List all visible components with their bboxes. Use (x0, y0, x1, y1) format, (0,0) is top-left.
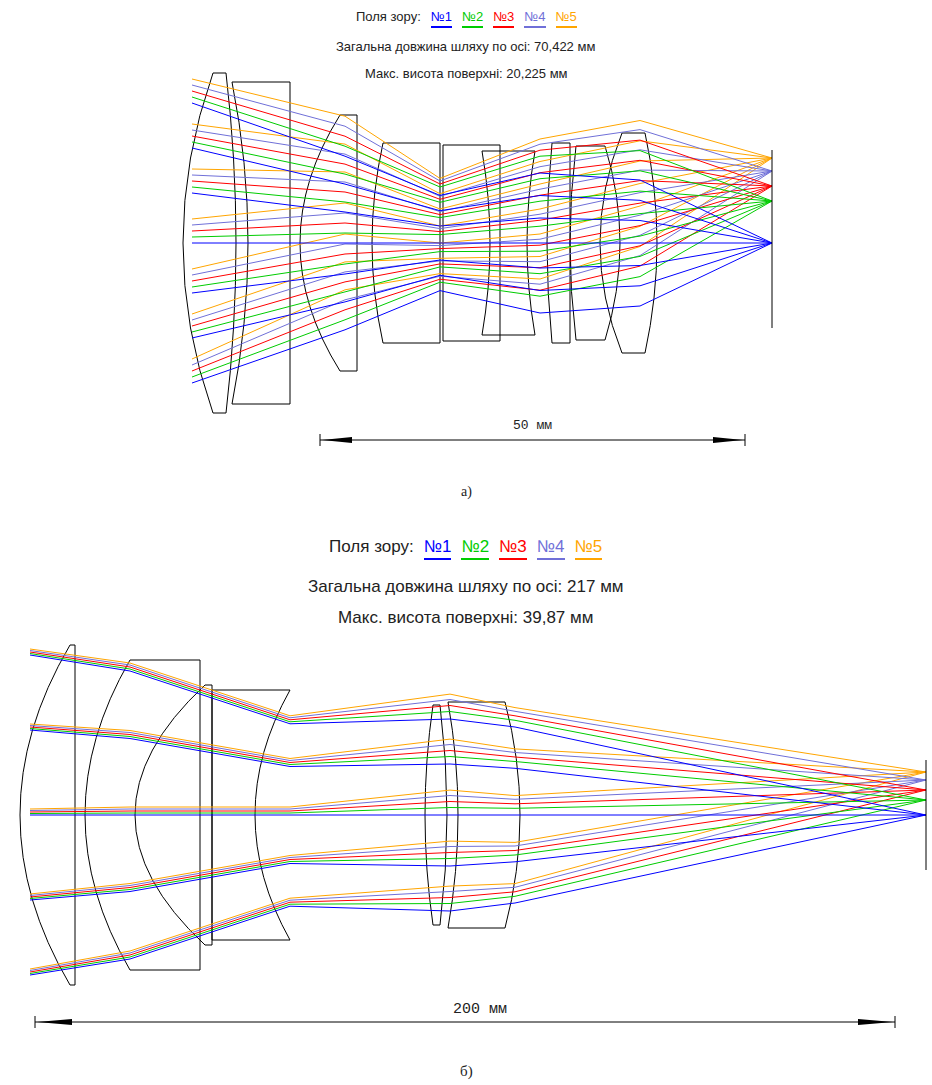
legend-item: №1 (424, 537, 452, 560)
legend-label: №2 (462, 9, 483, 25)
legend-row: Поля зору: №1 №2 №3 №4 №5 (329, 537, 602, 560)
legend-item: №2 (462, 9, 483, 28)
legend-item: №3 (499, 537, 527, 560)
ray (30, 815, 926, 900)
ray (192, 148, 772, 243)
ray (30, 800, 926, 899)
ray (30, 815, 926, 816)
ray (30, 652, 926, 790)
ray (192, 103, 772, 243)
dimension: 200 мм (453, 1001, 507, 1019)
ray (192, 201, 772, 332)
ray-trace (192, 79, 772, 383)
legend-swatch (537, 558, 565, 560)
legend-label: №1 (431, 9, 452, 25)
legend-swatch (493, 26, 514, 28)
legend-label: №3 (493, 9, 514, 25)
info-text: Макс. висота поверхні: 39,87 мм (338, 608, 593, 628)
ray (192, 201, 772, 287)
ray (192, 186, 772, 326)
ray (192, 142, 772, 202)
ray (192, 79, 772, 178)
ray (192, 243, 772, 244)
legend-swatch (431, 26, 452, 28)
ray (30, 815, 926, 975)
ray (192, 243, 772, 383)
ray (192, 201, 772, 377)
info-text: Загальна довжина шляху по осі: 70,422 мм (336, 39, 595, 55)
ray (192, 171, 772, 275)
ray (30, 654, 926, 801)
legend-item: №5 (575, 537, 603, 560)
legend-swatch (556, 26, 577, 28)
ray (192, 171, 772, 320)
legend-label: №1 (424, 537, 452, 557)
ray (30, 800, 926, 814)
ray (30, 655, 926, 815)
ray (30, 780, 926, 896)
legend-item: №2 (461, 537, 489, 560)
ray (192, 97, 772, 201)
figure-letter: а) (461, 484, 472, 501)
legend-swatch (524, 26, 545, 28)
ray (30, 730, 926, 815)
legend-label: №4 (524, 9, 545, 25)
legend-label: №3 (499, 537, 527, 557)
ray (192, 187, 772, 218)
image-plane (926, 760, 927, 870)
ray (30, 729, 926, 801)
legend-row: Поля зору: №1 №2 №3 №4 №5 (356, 9, 577, 28)
ray (30, 790, 926, 972)
legend-item: №3 (493, 9, 514, 28)
legend-label: №5 (575, 537, 603, 557)
legend-swatch (575, 558, 603, 560)
legend-title: Поля зору: (329, 537, 414, 557)
ray (30, 772, 926, 894)
ray (192, 186, 772, 371)
ray (192, 243, 772, 338)
ray (192, 193, 772, 243)
legend-label: №2 (461, 537, 489, 557)
ray (192, 91, 772, 186)
legend-item: №5 (556, 9, 577, 28)
info-text: Загальна довжина шляху по осі: 217 мм (308, 577, 624, 597)
ray (30, 790, 926, 812)
legend-swatch (462, 26, 483, 28)
ray (30, 772, 926, 809)
ray (192, 170, 772, 212)
legend-item: №4 (524, 9, 545, 28)
legend-item: №1 (431, 9, 452, 28)
ray-trace (30, 649, 926, 975)
legend-item: №4 (537, 537, 565, 560)
ray (30, 780, 926, 971)
figure-letter: б) (460, 1062, 473, 1080)
legend-swatch (424, 558, 452, 560)
ray (30, 772, 926, 969)
ray (30, 726, 926, 781)
legend-swatch (461, 558, 489, 560)
dimension: 50 мм (513, 418, 552, 434)
legend-swatch (499, 558, 527, 560)
ray (192, 186, 772, 281)
ray (30, 780, 926, 811)
ray (192, 201, 772, 237)
legend-label: №4 (537, 537, 565, 557)
legend-label: №5 (556, 9, 577, 25)
scale-bar (320, 434, 745, 446)
legend-title: Поля зору: (356, 9, 421, 25)
ray (192, 124, 772, 194)
image-plane (772, 150, 773, 328)
info-text: Макс. висота поверхні: 20,225 мм (365, 66, 568, 82)
ray (192, 243, 772, 293)
